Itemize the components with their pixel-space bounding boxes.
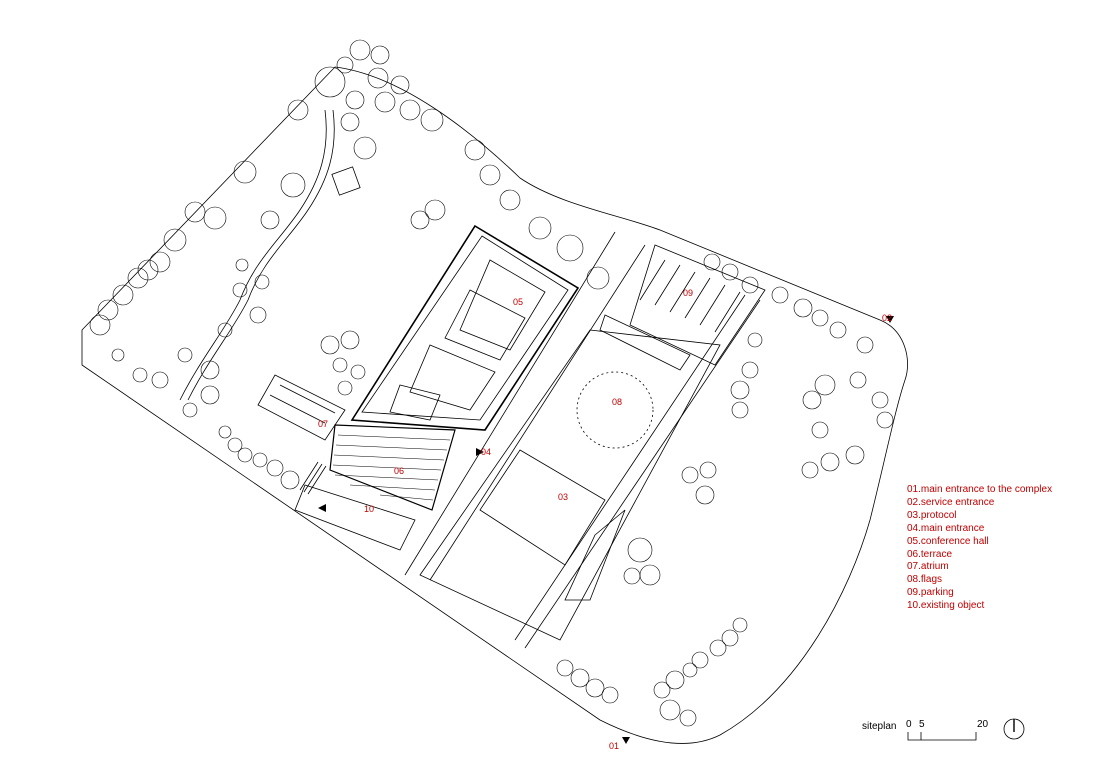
plan-label-06: 06	[394, 466, 404, 476]
north-arrow-icon	[1003, 718, 1025, 740]
plan-label-02: 02	[882, 313, 892, 323]
plan-label-08: 08	[612, 397, 622, 407]
scale-bar	[907, 732, 977, 741]
flags-circle	[576, 371, 654, 449]
conference-building	[350, 224, 580, 431]
legend-item: 02.service entrance	[907, 496, 995, 508]
site-boundary	[81, 66, 908, 744]
plaza-edge	[419, 329, 721, 641]
plan-label-05: 05	[513, 297, 523, 307]
triangle-marker-icon	[318, 316, 894, 744]
trees	[89, 39, 894, 727]
plan-label-09: 09	[683, 288, 693, 298]
legend-item: 09.parking	[907, 587, 954, 599]
legend-item: 07.atrium	[907, 561, 949, 573]
footpath	[187, 109, 335, 401]
plan-label-03: 03	[558, 492, 568, 502]
parking-area	[599, 244, 766, 371]
legend-item: 06.terrace	[907, 548, 953, 560]
hut	[331, 166, 361, 196]
legend-item: 08.flags	[907, 574, 943, 586]
legend-item: 03.protocol	[907, 509, 957, 521]
legend-item: 05.conference hall	[907, 535, 989, 547]
plan-label-04: 04	[481, 447, 491, 457]
plan-label-07: 07	[318, 419, 328, 429]
legend-item: 01.main entrance to the complex	[907, 484, 1053, 495]
legend-item: 10.existing object	[907, 600, 985, 612]
plan-label-10: 10	[364, 504, 374, 514]
main-road	[429, 244, 646, 581]
scale-tick-5: 5	[919, 719, 925, 730]
existing-object	[294, 484, 416, 551]
main-road	[524, 299, 761, 649]
legend-item: 04.main entrance	[907, 522, 985, 534]
protocol-area	[479, 449, 606, 566]
scale-tick-20: 20	[977, 719, 989, 730]
atrium	[257, 374, 346, 441]
legend-list: 01.main entrance to the complex 02.servi…	[907, 484, 1052, 613]
main-road	[514, 294, 746, 641]
plan-label-01: 01	[609, 741, 619, 751]
terrace	[329, 424, 456, 511]
footpath	[179, 109, 327, 401]
scale-tick-0: 0	[906, 719, 912, 730]
scale-title: siteplan	[862, 721, 897, 732]
main-road	[404, 231, 616, 576]
